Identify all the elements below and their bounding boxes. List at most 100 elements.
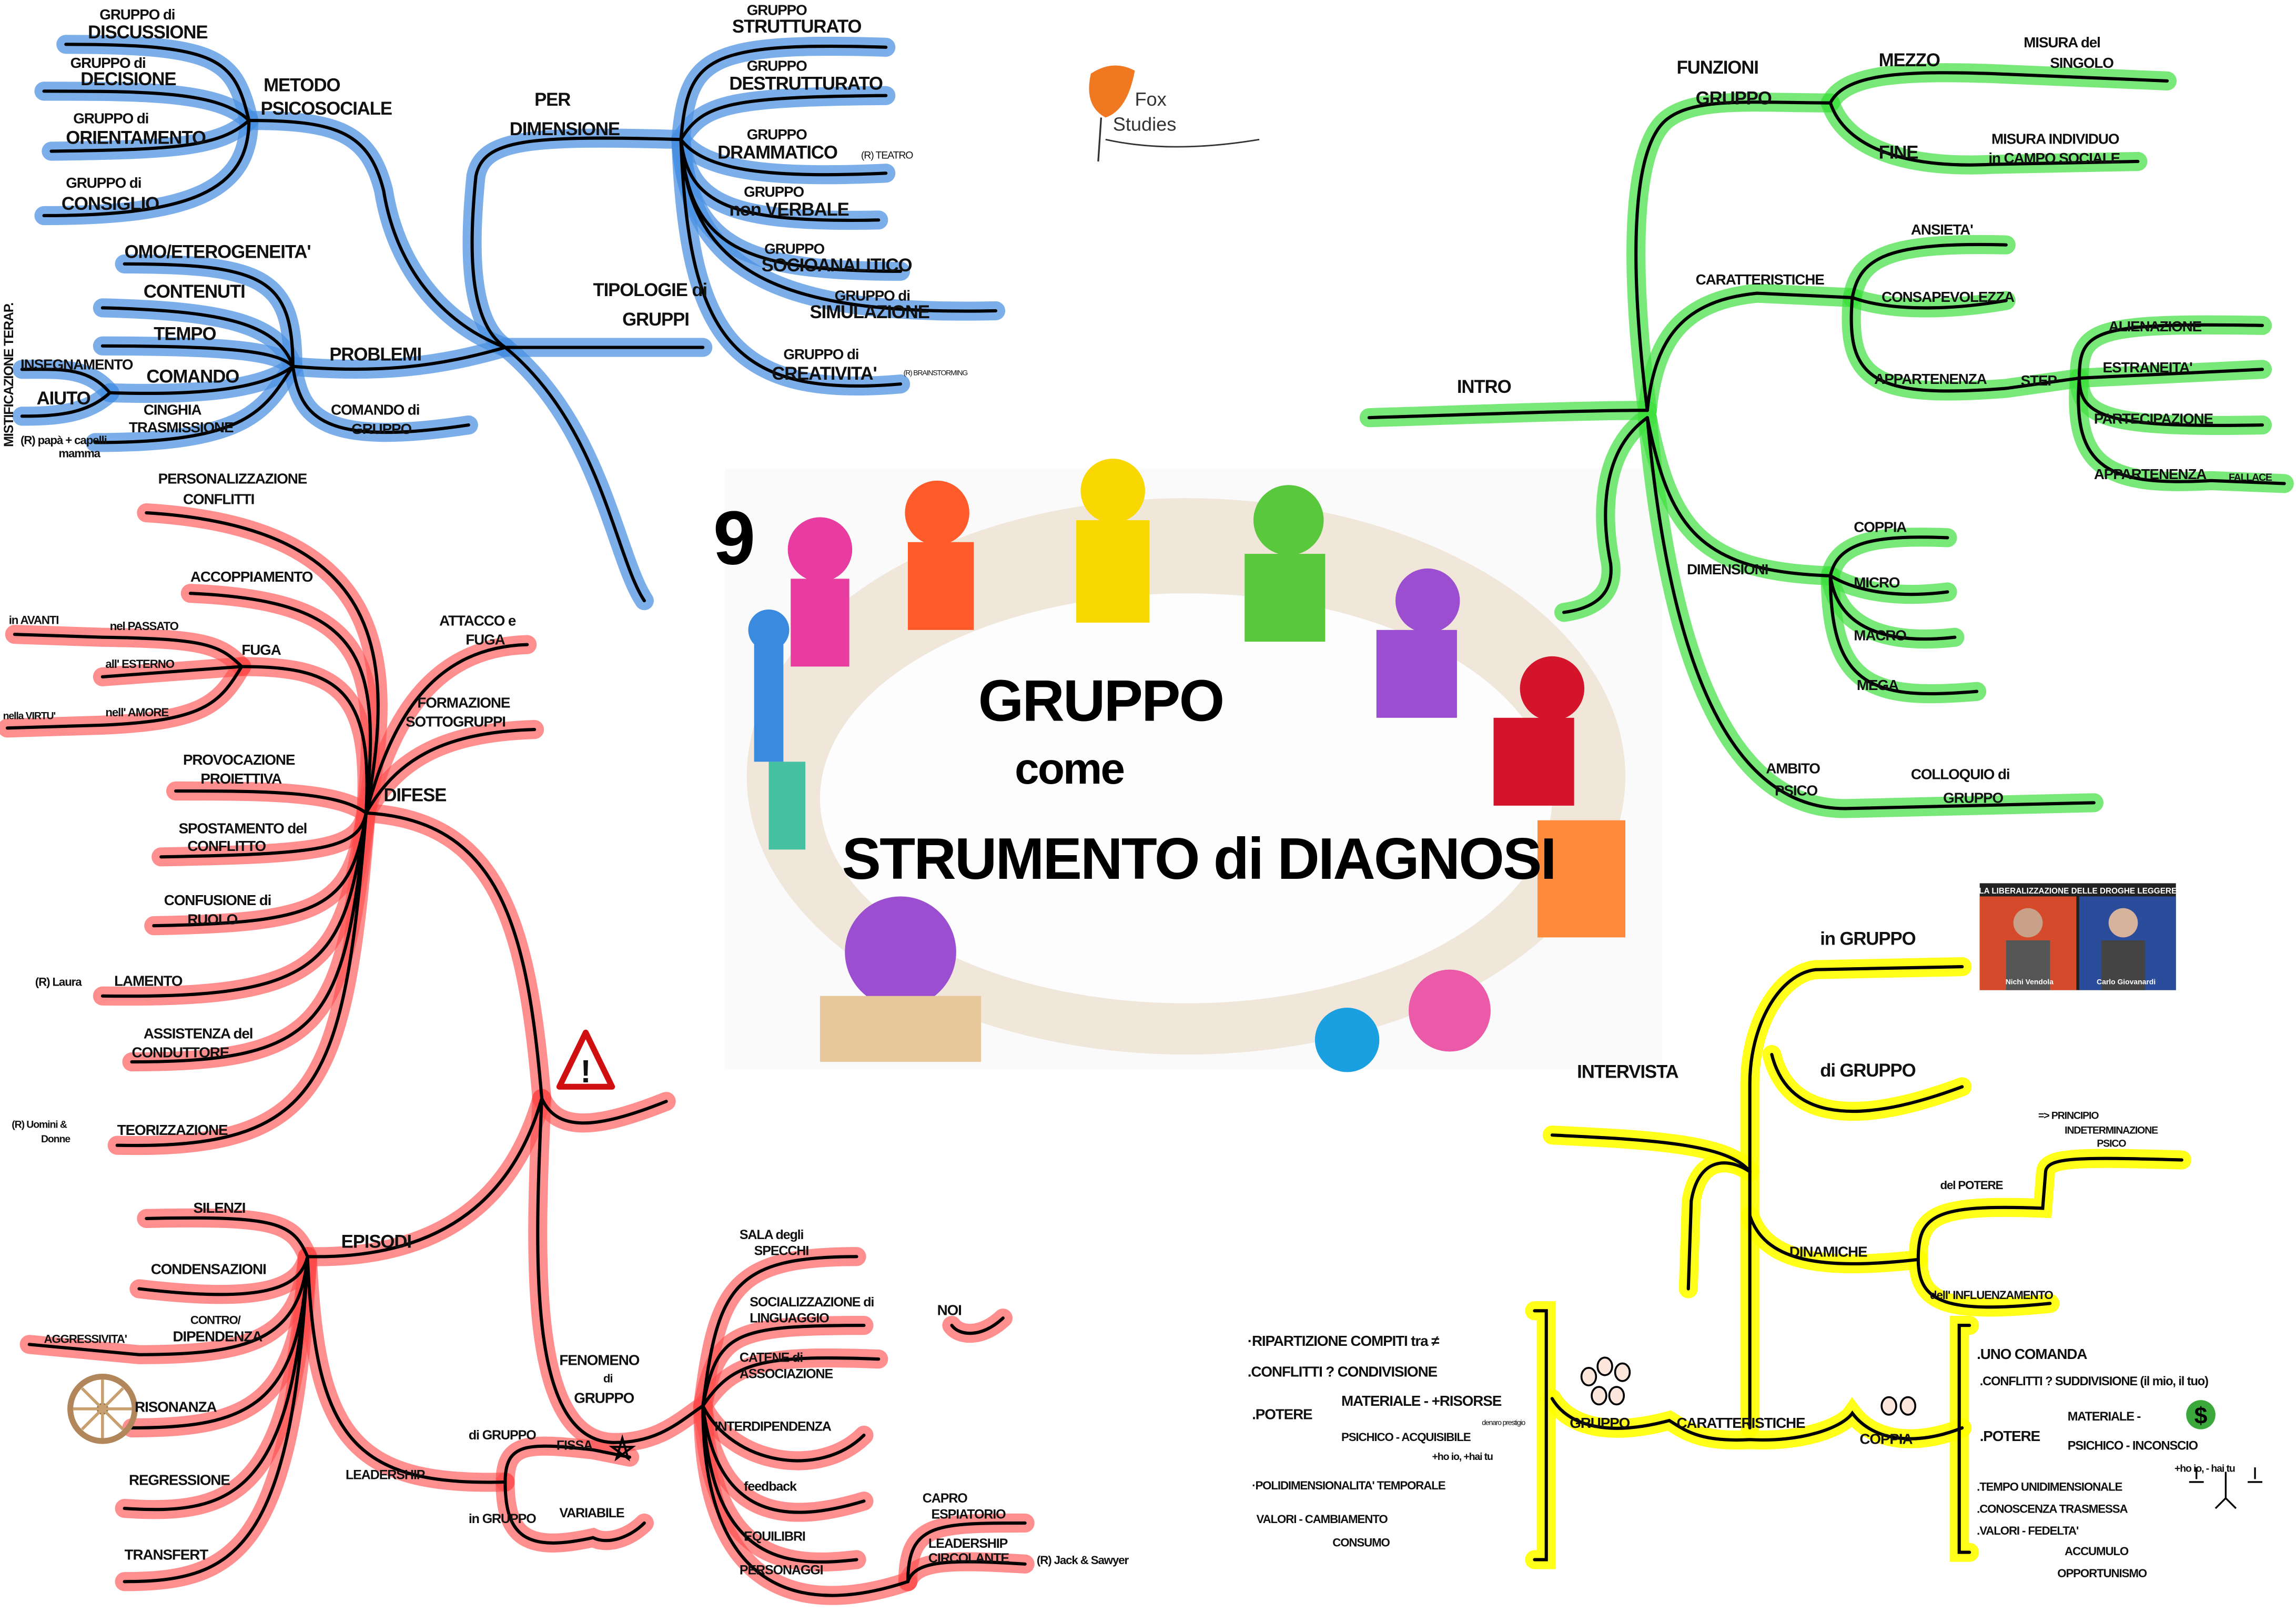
node-gruppo-decisione: GRUPPO di: [70, 55, 146, 71]
branch-line: [174, 789, 368, 815]
branch-line: [679, 138, 888, 177]
node-socializzazione: SOCIALIZZAZIONE di: [750, 1295, 874, 1310]
star-icon: [609, 1434, 636, 1462]
node-gruppo-socioanalitico-2: SOCIOANALITICO: [762, 256, 912, 276]
branch-line: [13, 633, 244, 668]
yellow-labels: INTERVISTA in GRUPPO di GRUPPO DINAMICHE…: [1248, 929, 2236, 1580]
node-provocazione: PROVOCAZIONE: [183, 752, 295, 768]
branch-line: [306, 1255, 507, 1484]
branch-line: [2077, 376, 2264, 428]
branch-line: [679, 138, 998, 313]
branch-line: [1916, 1257, 2052, 1309]
node-personalizzazione-2: CONFLITTI: [183, 491, 254, 507]
node-sala-specchi-2: SPECCHI: [754, 1243, 809, 1258]
svg-text:$: $: [2194, 1403, 2208, 1429]
warning-icon: !: [556, 1029, 615, 1090]
branch-highlight: [1820, 528, 1957, 585]
node-appartenenza-fallace: APPARTENENZA: [2094, 466, 2207, 482]
branch-line: [679, 44, 888, 141]
node-personalizzazione: PERSONALIZZAZIONE: [158, 470, 307, 486]
branch-line: [123, 1255, 309, 1512]
node-principio-2: INDETERMINAZIONE: [2065, 1124, 2158, 1136]
node-contro-dipendenza-2: DIPENDENZA: [173, 1328, 262, 1345]
node-gruppo-orientamento: GRUPPO di: [73, 110, 148, 127]
node-gruppo-non-verbale: GRUPPO: [744, 184, 804, 200]
node-equilibri: EQUILIBRI: [744, 1529, 805, 1544]
list-item: +ho io, - hai tu: [2174, 1463, 2235, 1474]
list-item: .UNO COMANDA: [1977, 1346, 2087, 1362]
branch-line: [291, 364, 470, 434]
node-funzioni-gruppo: FUNZIONI: [1676, 58, 1758, 78]
node-assistenza-2: CONDUTTORE: [132, 1044, 229, 1061]
node-feedback: feedback: [744, 1479, 797, 1494]
node-gruppo-strutturato: GRUPPO: [747, 2, 807, 18]
list-item: ACCUMULO: [2065, 1545, 2129, 1558]
branch-highlight: [298, 1247, 515, 1492]
svg-text:!: !: [580, 1053, 591, 1089]
node-gruppo-non-verbale-2: non VERBALE: [729, 200, 848, 220]
couple-circles-icon: [1880, 1396, 1917, 1416]
node-nel-passato: nel PASSATO: [110, 620, 179, 633]
node-interdipendenza: INTERDIPENDENZA: [714, 1419, 831, 1434]
branch-line: [1828, 71, 2169, 105]
branch-line: [27, 1255, 309, 1356]
branch-line: [364, 728, 537, 815]
node-variabile: VARIABILE: [559, 1506, 624, 1520]
list-item-note: denaro prestigio: [1482, 1418, 1525, 1426]
node-gruppo-destrutturato-2: DESTRUTTURATO: [729, 74, 883, 94]
branch-line: [100, 306, 295, 368]
tv-right-name: Carlo Giovanardi: [2097, 977, 2156, 986]
branch-line: [20, 391, 112, 418]
node-omo-eterogeneita: OMO/ETEROGENEITA': [125, 242, 311, 262]
branch-highlight: [1637, 283, 1862, 420]
node-gruppo-drammatico-2: DRAMMATICO: [717, 143, 837, 163]
branch-line: [950, 1316, 1005, 1335]
note-uomini-donne-2: Donne: [41, 1133, 70, 1145]
branch-line: [93, 364, 295, 444]
node-attacco-fuga-2: FUGA: [466, 632, 505, 648]
branch-line: [364, 643, 529, 815]
node-mezzo: MEZZO: [1879, 50, 1940, 70]
branch-line: [49, 118, 251, 153]
list-item: .VALORI - FEDELTA': [1977, 1524, 2079, 1537]
branch-line: [1645, 416, 2096, 810]
branch-line: [1367, 409, 1649, 420]
node-misura-singolo: MISURA del: [2024, 34, 2100, 50]
branch-line: [1828, 574, 1979, 696]
dollar-icon: $: [2186, 1400, 2216, 1429]
node-confusione-2: RUOLO: [187, 911, 237, 927]
wagon-wheel-icon: [67, 1373, 138, 1444]
note-uomini-donne: (R) Uomini &: [12, 1119, 67, 1130]
tv-screenshot: LA LIBERALIZZAZIONE DELLE DROGHE LEGGERE…: [1979, 883, 2177, 990]
node-comando-gruppo: COMANDO di: [331, 402, 419, 418]
node-gruppo-strutturato-2: STRUTTURATO: [732, 17, 861, 37]
branch-line: [503, 1444, 632, 1484]
node-comando-gruppo-2: GRUPPO: [351, 421, 411, 437]
node-metodo-psicosociale: METODO: [264, 75, 340, 95]
node-misura-individuo: MISURA INDIVIDUO: [1991, 131, 2119, 147]
branch-line: [701, 1324, 866, 1408]
branch-line: [100, 665, 244, 678]
node-noi: NOI: [937, 1302, 962, 1318]
branch-line: [1550, 1133, 1752, 1173]
branch-line: [2077, 368, 2264, 380]
branch-line: [679, 138, 903, 388]
branch-line: [1748, 1214, 1920, 1265]
branch-line: [503, 346, 646, 603]
node-gruppo-yellow: GRUPPO: [1570, 1415, 1630, 1431]
note-papa-capelli: (R) papà + capelli: [21, 433, 107, 447]
branch-highlight: [495, 338, 654, 611]
blue-branches: [12, 35, 1006, 611]
branch-line: [1850, 242, 2008, 299]
node-gruppo-simulazione: GRUPPO di: [835, 287, 910, 303]
center-photo-paper-people: [724, 459, 1662, 1072]
node-fenomeno-2: di: [603, 1372, 613, 1385]
branch-line: [1828, 574, 1957, 641]
branch-line: [291, 346, 507, 371]
node-all-esterno: all' ESTERNO: [105, 657, 174, 671]
note-papa-capelli-2: mamma: [58, 447, 100, 460]
list-item: .TEMPO UNIDIMENSIONALE: [1977, 1480, 2122, 1494]
logo-text-line1: Fox: [1135, 88, 1166, 110]
branch-line: [137, 1255, 309, 1296]
node-gruppo-socioanalitico: GRUPPO: [764, 240, 824, 257]
